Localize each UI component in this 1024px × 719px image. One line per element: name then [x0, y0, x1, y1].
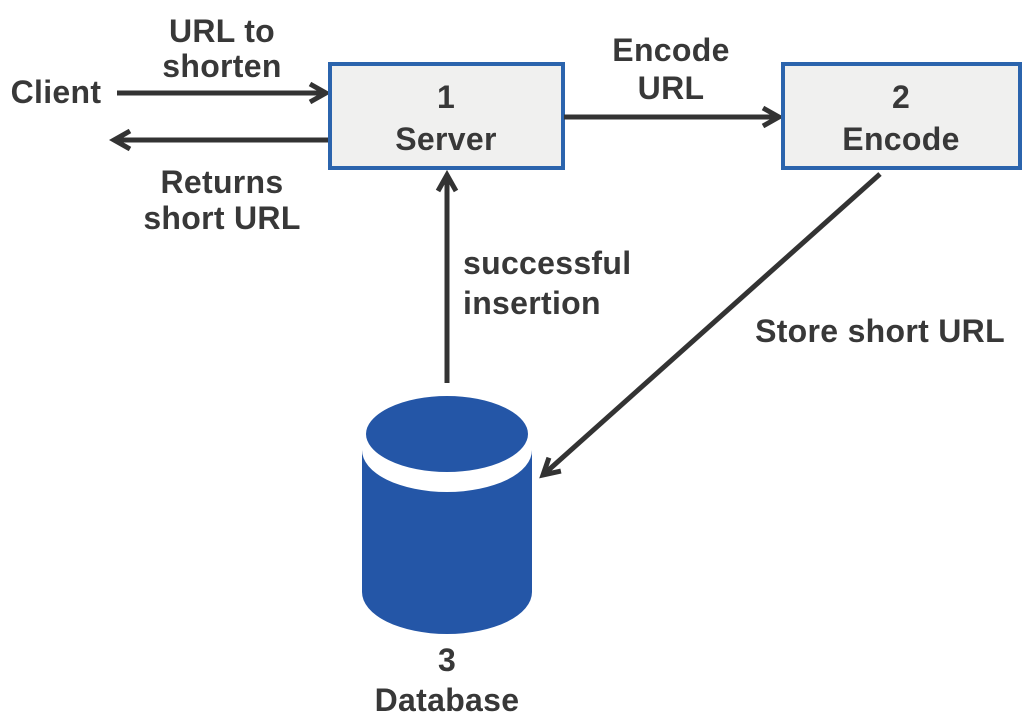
server-node-label: Server — [395, 121, 496, 157]
server-node-box — [328, 62, 565, 170]
edge-label-url-to-shorten-line1: URL to — [169, 13, 275, 49]
edge-label-encode-url-line1: Encode — [612, 32, 729, 68]
edge-label-returns-short-url-line1: Returns — [160, 164, 283, 200]
server-node-number: 1 — [437, 79, 455, 115]
database-cylinder-body — [362, 450, 532, 634]
edge-label-successful-insertion-line1: successful — [463, 245, 631, 281]
edge-label-returns-short-url-line2: short URL — [143, 200, 300, 236]
database-node-label: Database — [375, 682, 520, 718]
arrow-encode-to-database — [543, 172, 882, 475]
edge-label-encode-url-line2: URL — [638, 70, 705, 106]
encode-node-number: 2 — [892, 79, 910, 115]
edge-label-url-to-shorten-line2: shorten — [162, 48, 281, 84]
database-cylinder-icon — [358, 388, 536, 634]
edge-label-store-short-url: Store short URL — [755, 313, 1005, 349]
edge-label-successful-insertion-line2: insertion — [463, 285, 601, 321]
encode-node-box — [781, 62, 1022, 170]
database-cylinder-top — [358, 388, 536, 480]
encode-node-label: Encode — [842, 121, 959, 157]
database-node-number: 3 — [438, 642, 456, 678]
client-node-label: Client — [11, 74, 102, 110]
